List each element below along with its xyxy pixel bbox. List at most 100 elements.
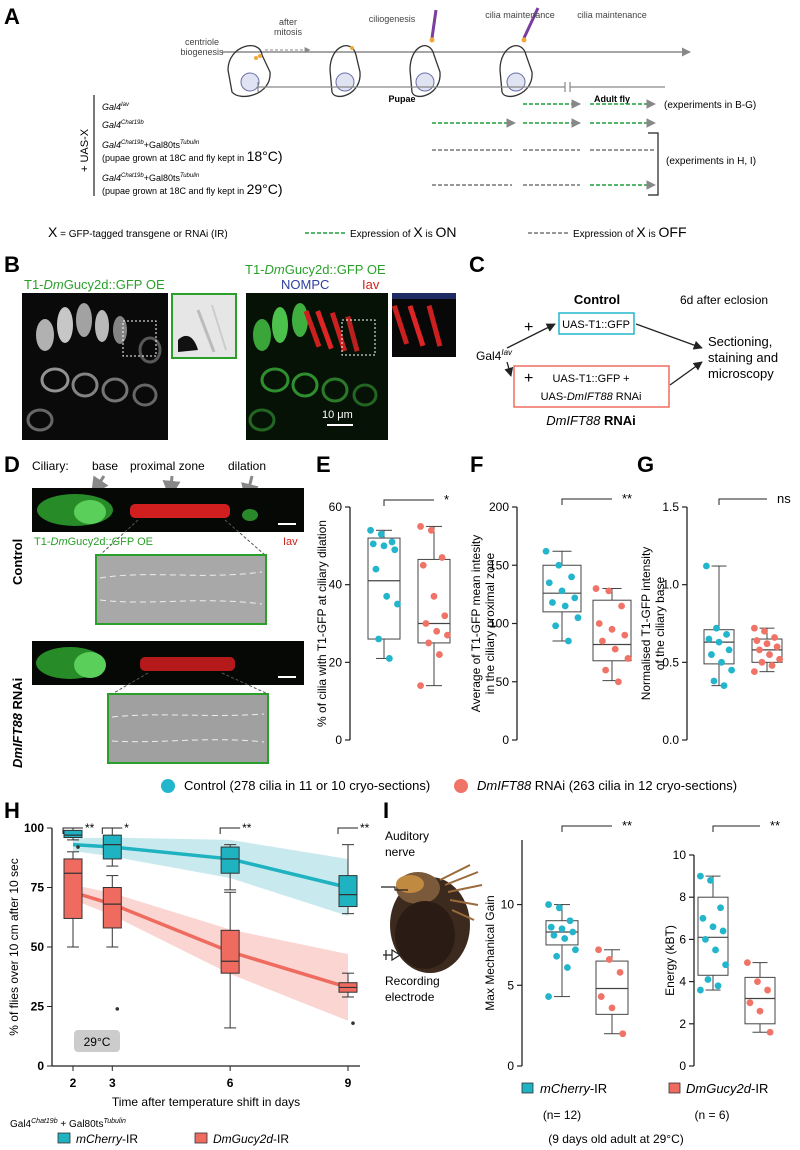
data-point <box>722 961 729 969</box>
data-point <box>714 982 722 990</box>
box <box>220 846 240 874</box>
data-point <box>704 976 712 983</box>
pupae-label: Pupae <box>388 94 415 104</box>
panel-letter-c: C <box>469 252 485 277</box>
data-point <box>549 599 556 606</box>
uas-x-label: + UAS-X <box>79 128 91 172</box>
y-tick-label: 8 <box>679 890 686 904</box>
data-point <box>599 637 606 645</box>
y-label-line: Average of T1-GFP mean intesity <box>469 535 483 712</box>
i-legend-2: DmGucy2d-IR <box>686 1081 768 1096</box>
significance-bracket <box>337 827 358 834</box>
outlier <box>351 1021 355 1025</box>
y-tick-label: 0 <box>507 1059 514 1073</box>
significance-label: ** <box>85 821 95 835</box>
data-point <box>710 677 718 685</box>
significance-label: * <box>444 492 449 507</box>
data-point <box>427 526 435 534</box>
significance-label: * <box>124 821 129 835</box>
c-result-3: microscopy <box>708 366 774 381</box>
cell-1 <box>227 45 271 98</box>
b-micro-gray <box>22 293 168 440</box>
data-point <box>417 682 424 690</box>
y-tick-label: 75 <box>31 881 45 895</box>
data-point <box>697 872 704 880</box>
data-point <box>751 624 758 632</box>
y-label-line: in the ciliary proximal zone <box>483 552 497 694</box>
b-gray-cells <box>26 303 162 432</box>
data-point <box>561 602 569 610</box>
data-point <box>444 631 451 639</box>
h-legend-2: DmGucy2d-IR <box>213 1132 289 1146</box>
y-tick-label: 0.0 <box>662 733 679 747</box>
y-tick-label: 20 <box>329 655 343 669</box>
data-point <box>756 1007 764 1015</box>
box <box>102 887 122 929</box>
significance-bracket <box>219 827 241 834</box>
x-tick-label: 6 <box>227 1076 234 1090</box>
y-tick-label: 2 <box>679 1017 686 1031</box>
significance-bracket <box>383 499 434 506</box>
c-after: 6d after eclosion <box>680 293 768 307</box>
significance-label: ns <box>777 491 791 506</box>
y-tick-label: 200 <box>489 500 509 514</box>
b-iav: Iav <box>362 277 380 292</box>
data-point <box>555 904 563 912</box>
data-point <box>758 658 766 666</box>
y-tick-label: 150 <box>489 558 509 572</box>
data-point <box>697 986 704 994</box>
significance-label: ** <box>242 821 252 835</box>
data-point <box>367 526 374 534</box>
fit-line <box>72 842 349 890</box>
data-point <box>553 952 561 960</box>
y-tick-label: 10 <box>501 898 515 912</box>
data-point <box>380 542 388 550</box>
data-point <box>605 956 613 963</box>
d-gfp-label: T1-DmGucy2d::GFP OE <box>34 536 153 548</box>
data-point <box>542 547 550 555</box>
confidence-band <box>73 837 348 917</box>
y-tick-label: 60 <box>329 500 343 514</box>
data-point <box>763 640 771 648</box>
significance-label: ** <box>622 491 632 506</box>
significance-bracket <box>561 498 612 505</box>
data-point <box>550 931 558 939</box>
data-point <box>616 968 624 976</box>
data-point <box>377 530 385 538</box>
data-point <box>433 627 441 635</box>
data-point <box>754 978 761 985</box>
data-point <box>624 655 632 662</box>
panel-letter-h: H <box>4 798 20 823</box>
legend-rnai-text: DmIFT88 RNAi (263 cilia in 12 cryo-secti… <box>477 778 737 793</box>
panel-letter-b: B <box>4 252 20 277</box>
data-point <box>572 946 579 954</box>
row4-driver: Gal4Chat19b+Gal80tsTubulin <box>102 173 200 183</box>
box <box>220 929 240 974</box>
data-point <box>618 602 625 610</box>
b-scale-text: 10 μm <box>322 409 353 421</box>
y-axis-label: Max Mechanical Gain <box>483 895 497 1010</box>
stage-ciliogenesis: ciliogenesis <box>369 14 416 24</box>
data-point <box>753 637 761 644</box>
data-point <box>715 638 723 646</box>
data-point <box>608 1004 616 1012</box>
data-point <box>564 637 572 645</box>
data-point <box>619 1030 627 1038</box>
i-n1: (n= 12) <box>543 1108 581 1122</box>
b-nompc: NOMPC <box>281 277 329 292</box>
data-point <box>705 635 713 643</box>
x-tick-label: 3 <box>109 1076 116 1090</box>
significance-bracket <box>712 825 760 832</box>
y-tick-label: 100 <box>24 821 44 835</box>
y-tick-label: 1.0 <box>662 578 679 592</box>
data-point <box>592 585 600 592</box>
b-micro-color <box>246 293 388 440</box>
data-point <box>545 579 553 587</box>
